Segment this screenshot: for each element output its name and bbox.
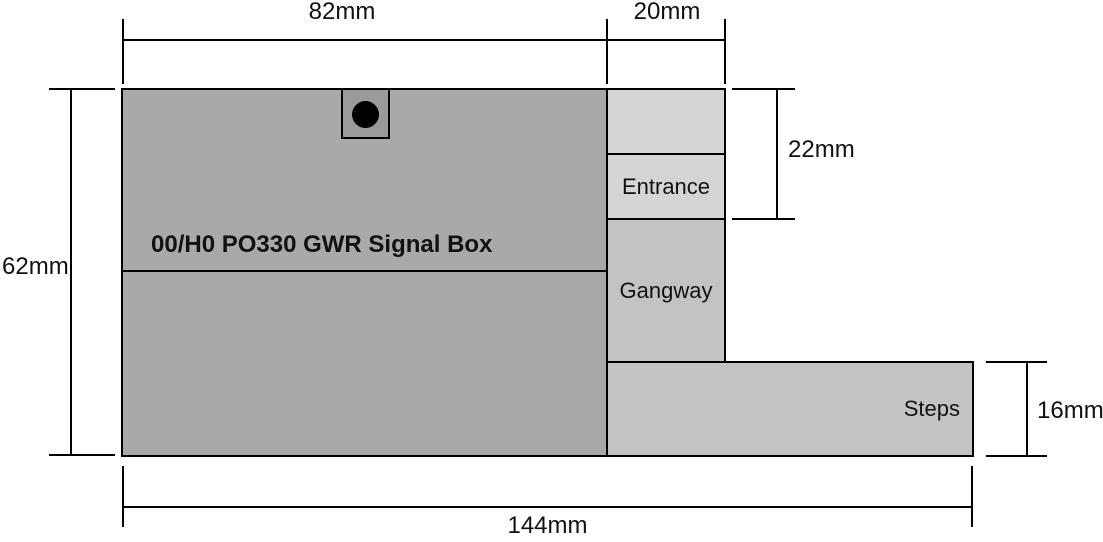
dimension-tick	[122, 19, 124, 84]
main-box-divider-line	[123, 270, 606, 272]
dimension-tick	[986, 455, 1047, 457]
section-top-landing	[606, 88, 726, 155]
dimension-line	[122, 506, 973, 508]
dimension-tick	[724, 19, 726, 84]
dimension-tick	[122, 466, 124, 527]
main-building-outline	[121, 88, 608, 457]
dimension-tick	[49, 88, 115, 90]
steps-label: Steps	[903, 396, 960, 421]
dimension-line	[606, 39, 726, 41]
dimension-tick	[732, 218, 795, 220]
dimension-tick	[606, 19, 608, 84]
dim-label-entrance-width: 20mm	[633, 0, 701, 25]
dimension-tick	[732, 88, 795, 90]
vent-dot-icon	[352, 101, 379, 128]
entrance-label: Entrance	[621, 173, 711, 199]
product-title: 00/H0 PO330 GWR Signal Box	[151, 231, 493, 258]
dim-label-entrance-height: 22mm	[788, 136, 855, 163]
section-entrance: Entrance	[606, 153, 726, 220]
dimension-line	[122, 39, 608, 41]
dimension-tick	[49, 454, 115, 456]
section-steps: Steps	[606, 361, 974, 457]
dimension-line	[1026, 361, 1028, 457]
gangway-label: Gangway	[619, 277, 713, 303]
roof-vent-square	[341, 88, 390, 139]
dim-label-main-height: 62mm	[2, 253, 69, 280]
dim-label-total-width: 144mm	[507, 512, 588, 539]
dimension-line	[70, 89, 72, 456]
dim-label-main-width: 82mm	[308, 0, 376, 25]
dimension-line	[776, 88, 778, 220]
dim-label-steps-height: 16mm	[1037, 397, 1103, 424]
dimension-tick	[971, 466, 973, 527]
section-gangway: Gangway	[606, 218, 726, 363]
dimension-tick	[986, 361, 1047, 363]
